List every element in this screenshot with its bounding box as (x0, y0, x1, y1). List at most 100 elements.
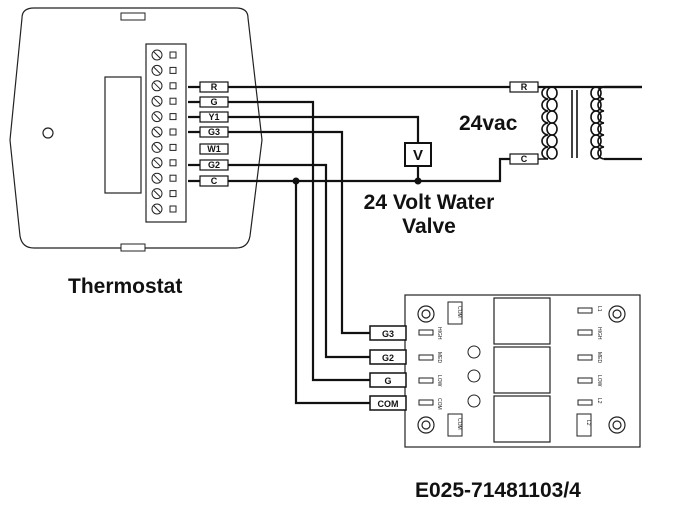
screw-slot (153, 82, 161, 90)
terminal-pin (169, 159, 177, 167)
relay-med (493, 346, 551, 394)
primary-coil (597, 86, 605, 160)
terminal-pin (169, 97, 177, 105)
secondary-coil-turn (546, 110, 558, 124)
spade-com-left (418, 399, 434, 406)
wire-label-y1: Y1 (208, 112, 219, 122)
wires (188, 85, 642, 405)
wire-label-g2: G2 (208, 160, 220, 170)
board-mark-l2-right: L2 (596, 398, 602, 404)
terminal-pin (169, 205, 177, 213)
transformer-r-label: R (521, 82, 528, 92)
wire-label-g: G (210, 97, 217, 107)
wire-g3 (188, 130, 370, 335)
screw-slot (153, 51, 161, 59)
board-component-2 (467, 369, 481, 383)
junction-dot-com (292, 177, 300, 185)
wire-g (188, 100, 370, 382)
wire-valve-to-c (416, 157, 512, 183)
board-l2-pad (576, 413, 592, 437)
screw-slot (153, 159, 161, 167)
secondary-coil-turn (546, 134, 558, 148)
board-mark-l2-pad: L2 (585, 420, 591, 426)
thermostat-wire-labels: R G Y1 G3 W1 G2 C (199, 81, 229, 187)
terminal-pin (169, 51, 177, 59)
spade-l1-right (577, 307, 593, 314)
screw-slot (153, 144, 161, 151)
terminal-screws (151, 49, 177, 215)
thermostat-top-tab (120, 12, 146, 21)
screw-slot (153, 205, 161, 213)
thermostat-bottom-tab (120, 243, 146, 252)
relay-board: COM HIGH MED LOW COM COM L1 HIGH MED LOW… (404, 294, 641, 448)
wire-y1 (188, 115, 420, 143)
screw-slot (153, 174, 161, 182)
valve-label-line1: 24 Volt Water (364, 191, 495, 214)
screw-slot (153, 67, 161, 74)
primary-coil-turn (590, 86, 602, 100)
board-mark-low-left: LOW (436, 375, 442, 387)
spade-med-left (418, 354, 434, 361)
terminal-pin (169, 190, 177, 198)
wire-com (294, 181, 370, 405)
valve-label-line2: Valve (402, 215, 456, 238)
terminal-pin (169, 174, 177, 182)
relay-label-com: COM (378, 399, 399, 409)
board-mark-med-right: MED (596, 352, 602, 364)
board-mark-low-right: LOW (596, 375, 602, 387)
secondary-coil-turn (546, 86, 558, 100)
board-com-pad-bottom (447, 413, 463, 437)
screw-slot (153, 97, 161, 105)
valve-symbol: V (413, 147, 423, 164)
wire-g2 (188, 163, 370, 359)
spade-high-left (418, 329, 434, 336)
terminal-pin (169, 128, 177, 136)
secondary-coil-turn (546, 122, 558, 136)
relay-label-g: G (384, 376, 391, 386)
wire-label-w1: W1 (207, 144, 221, 154)
part-number: E025-71481103/4 (415, 479, 581, 502)
spade-high-right (577, 329, 593, 336)
board-mark-com-left: COM (436, 398, 442, 410)
water-valve: V 24 Volt Water Valve (364, 142, 495, 238)
terminal-pin (169, 113, 177, 121)
board-mark-com-bottom: COM (456, 418, 462, 430)
thermostat-mount-hole (42, 127, 54, 139)
board-com-pad-top (447, 301, 463, 325)
screw-slot (153, 113, 161, 120)
wire-label-c: C (211, 176, 218, 186)
board-mark-high-right: HIGH (596, 327, 602, 340)
primary-coil-turn (590, 98, 602, 112)
screw-slot (153, 128, 161, 136)
primary-coil-turn (590, 134, 602, 148)
board-mark-l1: L1 (596, 306, 602, 312)
board-component-3 (467, 394, 481, 408)
relay-high (493, 297, 551, 345)
terminal-pin (169, 82, 177, 90)
primary-coil-turn (590, 146, 602, 160)
thermostat-caption: Thermostat (68, 275, 182, 298)
thermostat-display-slot (104, 76, 142, 194)
junction-dot-valve (414, 177, 422, 185)
thermostat (9, 7, 263, 252)
relay-label-g2: G2 (382, 353, 394, 363)
secondary-coil-turn (546, 146, 558, 160)
transformer-c-label: C (521, 154, 528, 164)
board-component-1 (467, 345, 481, 359)
primary-coil-turn (590, 122, 602, 136)
relay-label-g3: G3 (382, 329, 394, 339)
screw-slot (153, 190, 161, 197)
board-mark-med-left: MED (436, 352, 442, 364)
relay-wire-labels: G3 G2 G COM (369, 325, 407, 411)
wire-label-g3: G3 (208, 127, 220, 137)
spade-low-left (418, 377, 434, 384)
terminal-pin (169, 143, 177, 151)
spade-l2-right (577, 399, 593, 406)
transformer-coils (541, 86, 605, 160)
board-mark-high-left: HIGH (436, 327, 442, 340)
board-mark-com-top: COM (456, 306, 462, 318)
spade-med-right (577, 354, 593, 361)
spade-low-right (577, 377, 593, 384)
terminal-pin (169, 66, 177, 74)
